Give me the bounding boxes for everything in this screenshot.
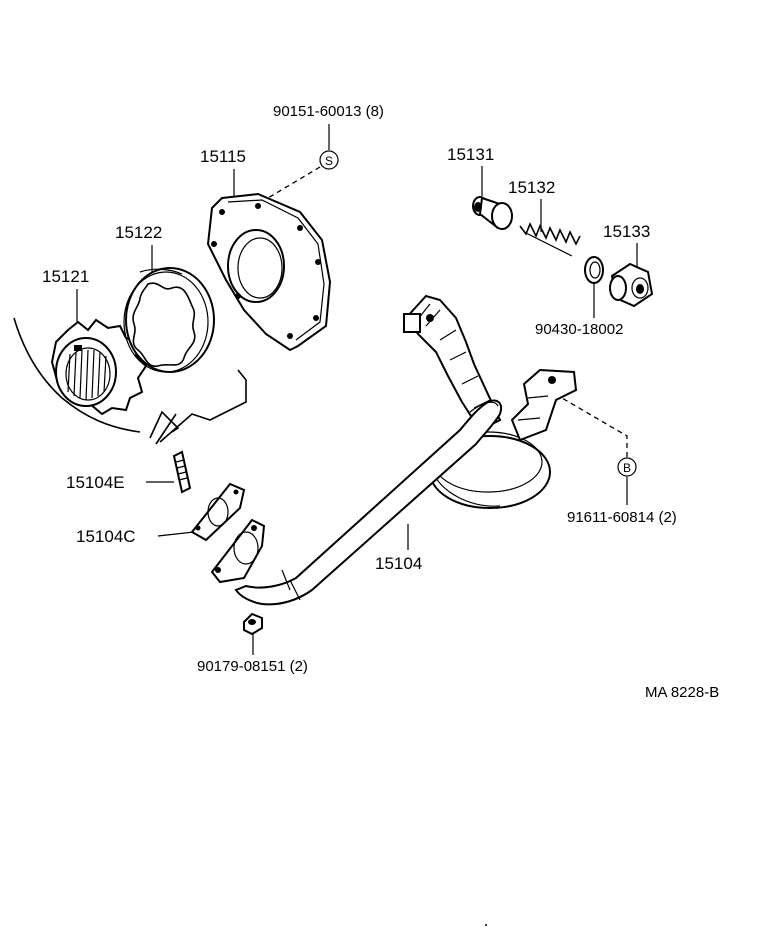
label-15104E: 15104E bbox=[66, 473, 125, 492]
spring-15132 bbox=[519, 222, 581, 257]
label-15122: 15122 bbox=[115, 223, 162, 242]
label-90430-18002: 90430-18002 bbox=[535, 321, 623, 338]
gasket-15104C bbox=[190, 482, 246, 542]
label-15104: 15104 bbox=[375, 554, 422, 573]
installation-arrow bbox=[149, 369, 247, 445]
label-15121: 15121 bbox=[42, 267, 89, 286]
label-15131: 15131 bbox=[447, 145, 494, 164]
label-15133: 15133 bbox=[603, 222, 650, 241]
driven-rotor-15122 bbox=[123, 267, 215, 373]
leader-lines bbox=[76, 124, 638, 655]
label-91611-60814: 91611-60814 (2) bbox=[567, 509, 677, 526]
s-symbol-icon: S bbox=[319, 150, 339, 170]
oil-strainer-15104 bbox=[210, 294, 578, 606]
label-90179-08151: 90179-08151 (2) bbox=[197, 658, 308, 675]
nut-90179 bbox=[243, 612, 263, 636]
engine-block-outline bbox=[13, 317, 141, 433]
label-15104C: 15104C bbox=[76, 527, 136, 546]
b-symbol-text: B bbox=[623, 461, 631, 475]
stud-15104E bbox=[172, 450, 192, 494]
diagram-code: MA 8228-B bbox=[645, 684, 719, 701]
plug-15133 bbox=[609, 262, 654, 308]
gasket-90430 bbox=[584, 256, 604, 284]
label-90151-60013: 90151-60013 (8) bbox=[273, 103, 384, 120]
label-15132: 15132 bbox=[508, 178, 555, 197]
pump-cover-15115 bbox=[206, 192, 332, 352]
s-symbol-text: S bbox=[325, 154, 333, 168]
drive-gear-15121 bbox=[50, 318, 148, 416]
b-symbol-icon: B bbox=[617, 457, 637, 477]
scan-speck bbox=[485, 924, 487, 926]
label-15115: 15115 bbox=[200, 147, 246, 166]
relief-valve-15131 bbox=[472, 196, 513, 230]
